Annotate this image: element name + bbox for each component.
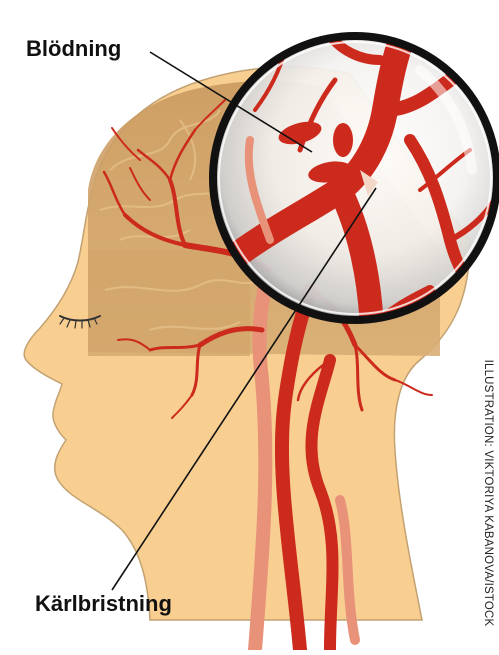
magnifier [213,10,497,330]
vessel-rupture-label: Kärlbristning [35,593,172,615]
credit-text: ILLUSTRATION: VIKTORIYA KABANOVA/ISTOCK [482,360,494,627]
brain-lower [88,250,250,356]
bleeding-label: Blödning [26,38,121,60]
